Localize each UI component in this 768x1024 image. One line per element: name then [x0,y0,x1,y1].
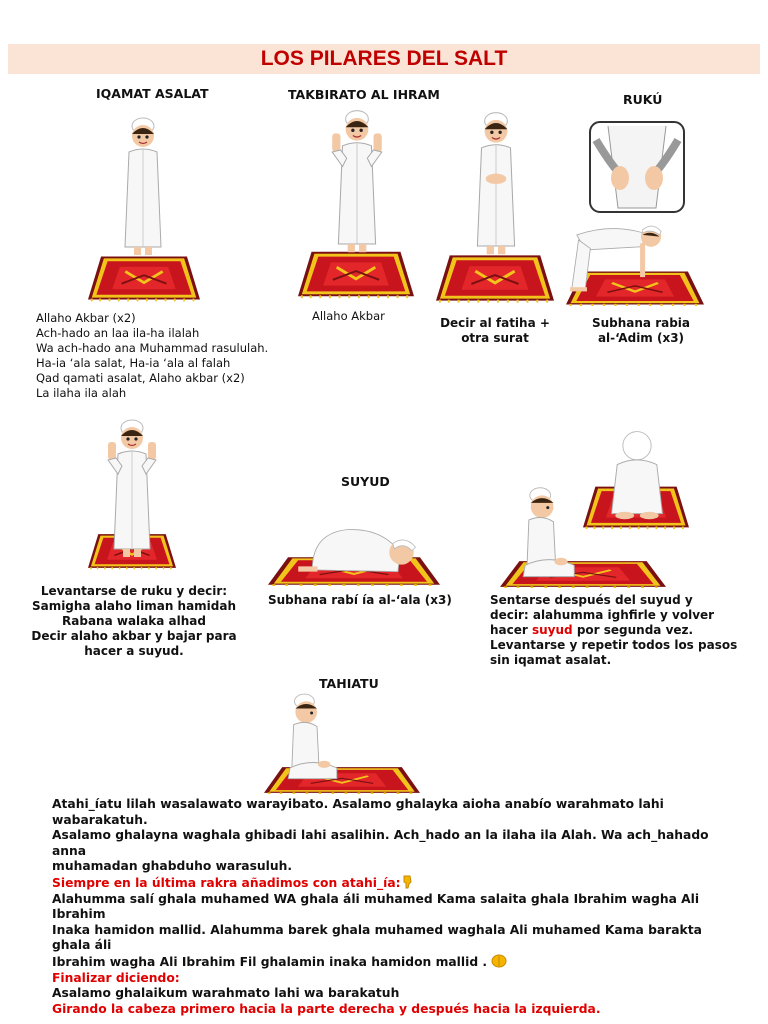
praying-hands-icon [491,954,507,968]
text-line: Asalamo ghalaikum warahmato lahi wa bara… [52,986,400,1001]
boy-seated-back-figure [604,424,670,524]
text-line: Asalamo ghalayna waghala ghibadi lahi as… [52,828,709,858]
levantarse-line: hacer a suyud. [84,644,184,658]
iqamat-line: La ilaha ila alah [36,386,127,400]
sentarse-line: decir: alahumma ighfirle y volver [490,608,715,622]
ruku-caption: Subhana rabia al-‘Adim (x3) [582,316,700,346]
levantarse-line: Decir alaho akbar y bajar para [31,629,237,643]
sentarse-text: Sentarse después del suyud y decir: alah… [490,593,737,668]
red-note-line: Siempre en la última rakra añadimos con … [52,875,742,892]
iqamat-line: Qad qamati asalat, Alaho akbar (x2) [36,371,245,385]
sentarse-line: hacer suyud por segunda vez. [490,623,737,638]
red-note: Siempre en la última rakra añadimos con … [52,875,401,890]
text-line: Atahi_íatu lilah wasalawato warayibato. … [52,797,664,827]
boy-bowing-figure [560,216,678,296]
red-note: Girando la cabeza primero hacia la parte… [52,1001,601,1016]
red-note: Finalizar diciendo: [52,970,180,985]
iqamat-text: Allaho Akbar (x2) Ach-hado an laa ila-ha… [36,311,268,401]
text-span: Ibrahim wagha Ali Ibrahim Fil ghalamin i… [52,954,488,969]
iqamat-line: Allaho Akbar (x2) [36,311,136,325]
heading-iqamat: IQAMAT ASALAT [96,86,209,101]
text-line: Alahumma salí ghala muhamed WA ghala áli… [52,891,700,922]
suyud-highlight: suyud [532,623,573,637]
sentarse-text-span: por segunda vez. [572,623,694,637]
levantarse-line: Levantarse de ruku y decir: [40,584,228,598]
text-line: muhamadan ghabduho warasuluh. [52,859,293,874]
heading-takbirato: TAKBIRATO AL IHRAM [288,87,440,102]
fatiha-caption-line: otra surat [461,331,529,345]
suyud-caption: Subhana rabí ía al-‘ala (x3) [268,593,452,607]
sentarse-text-span: hacer [490,623,532,637]
sentarse-line: Sentarse después del suyud y [490,593,693,607]
levantarse-text: Levantarse de ruku y decir: Samigha alah… [30,584,238,659]
boy-standing-figure-1 [113,108,173,266]
heading-ruku: RUKÚ [623,92,663,107]
title-bar: LOS PILARES DEL SALT [8,44,760,74]
boy-takbir-figure [326,102,388,262]
page-title: LOS PILARES DEL SALT [260,47,508,70]
text-line: Inaka hamidon mallid. Alahumma barek gha… [52,922,702,953]
levantarse-line: Rabana walaka alhad [62,614,206,628]
tahiatu-text-block: Atahi_íatu lilah wasalawato warayibato. … [52,797,742,1017]
iqamat-line: Wa ach-hado ana Muhammad rasululah. [36,341,269,355]
boy-folded-hands-figure [465,105,527,263]
fatiha-caption-line: Decir al fatiha + [440,316,550,330]
takbir-caption: Allaho Akbar [312,309,385,323]
iqamat-line: Ach-hado an laa ila-ha ilalah [36,326,200,340]
boy-prostrating-figure [286,516,426,580]
sentarse-line: sin iqamat asalat. [490,653,612,667]
boy-seated-side-figure [506,484,582,588]
iqamat-line: Ha-ia ‘ala salat, Ha-ia ‘ala al falah [36,356,231,370]
heading-suyud: SUYUD [341,474,390,489]
boy-rising-from-ruku-figure [102,414,162,564]
levantarse-line: Samigha alaho liman hamidah [31,599,237,613]
heading-tahiatu: TAHIATU [319,676,379,691]
text-line: Ibrahim wagha Ali Ibrahim Fil ghalamin i… [52,954,742,971]
sentarse-line: Levantarse y repetir todos los pasos [490,638,738,652]
fatiha-caption: Decir al fatiha + otra surat [440,316,550,346]
ruku-hands-on-knees-inset [589,121,685,213]
ruku-caption-line: al-‘Adim (x3) [597,331,685,345]
pointing-down-hand-icon [403,875,412,889]
boy-tahiatu-figure [272,690,344,790]
ruku-caption-line: Subhana rabia [591,316,691,330]
